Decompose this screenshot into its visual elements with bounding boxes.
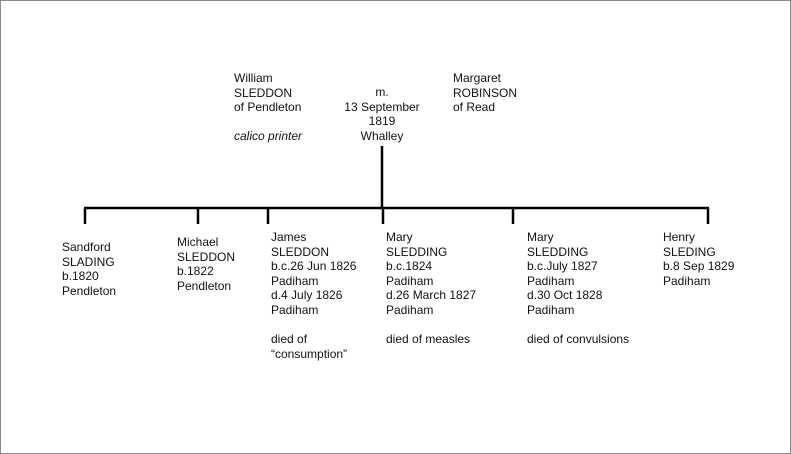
child-detail-line: d.4 July 1826 [271,288,343,303]
child-detail-line: SLEDDON [177,249,236,264]
child-detail-line: Padiham [386,302,434,317]
child-detail-line: Mary [527,230,554,244]
child-detail-line: b.c.1824 [386,259,433,274]
child-detail-line: SLEDDON [271,244,330,259]
child-detail-line: b.1822 [177,264,214,279]
marriage: m. 13 September 1819 Whalley [332,85,432,143]
child-detail-line: SLEDING [663,244,716,259]
marriage-label: m. [375,85,389,99]
mother-place: of Read [453,100,496,115]
mother-first-name: Margaret [453,71,502,85]
mother: Margaret ROBINSON of Read [453,71,517,115]
marriage-place: Whalley [360,128,404,143]
child-detail-line: Padiham [663,273,711,288]
child-detail-line: d.30 Oct 1828 [527,288,603,303]
child-detail-line: Henry [663,230,696,244]
father: William SLEDDON of Pendleton calico prin… [234,71,302,144]
child-detail-line: b.c.July 1827 [527,259,598,274]
father-surname: SLEDDON [234,85,293,100]
father-occupation: calico printer [234,129,303,144]
child-detail-line: Padiham [271,302,319,317]
father-place: of Pendleton [234,100,302,115]
mother-surname: ROBINSON [453,85,518,100]
child-detail-line: Padiham [527,273,575,288]
child-detail-line: Michael [177,235,219,249]
child-detail-line: James [271,230,307,244]
father-first-name: William [234,71,273,85]
child-detail-line: b.1820 [62,269,99,284]
child-note: “consumption” [271,346,348,361]
child-detail-line: d.26 March 1827 [386,288,477,303]
child-note: died of measles [386,332,471,347]
child-detail-line: Pendleton [62,283,117,298]
child-note: died of convulsions [527,332,630,347]
child-detail-line: Sandford [62,240,111,254]
child-detail-line: SLEDDING [386,244,448,259]
child-note: died of [271,332,308,347]
child-detail-line: Padiham [271,273,319,288]
child-detail-line: SLEDDING [527,244,589,259]
child-detail-line: Pendleton [177,278,232,293]
child-detail-line: Padiham [527,302,575,317]
marriage-date: 13 September [344,99,420,114]
child-detail-line: SLADING [62,254,115,269]
child-detail-line: b.c.26 Jun 1826 [271,259,357,274]
child-detail-line: Mary [386,230,413,244]
marriage-year: 1819 [368,114,396,129]
child-detail-line: Padiham [386,273,434,288]
child-detail-line: b.8 Sep 1829 [663,259,735,274]
